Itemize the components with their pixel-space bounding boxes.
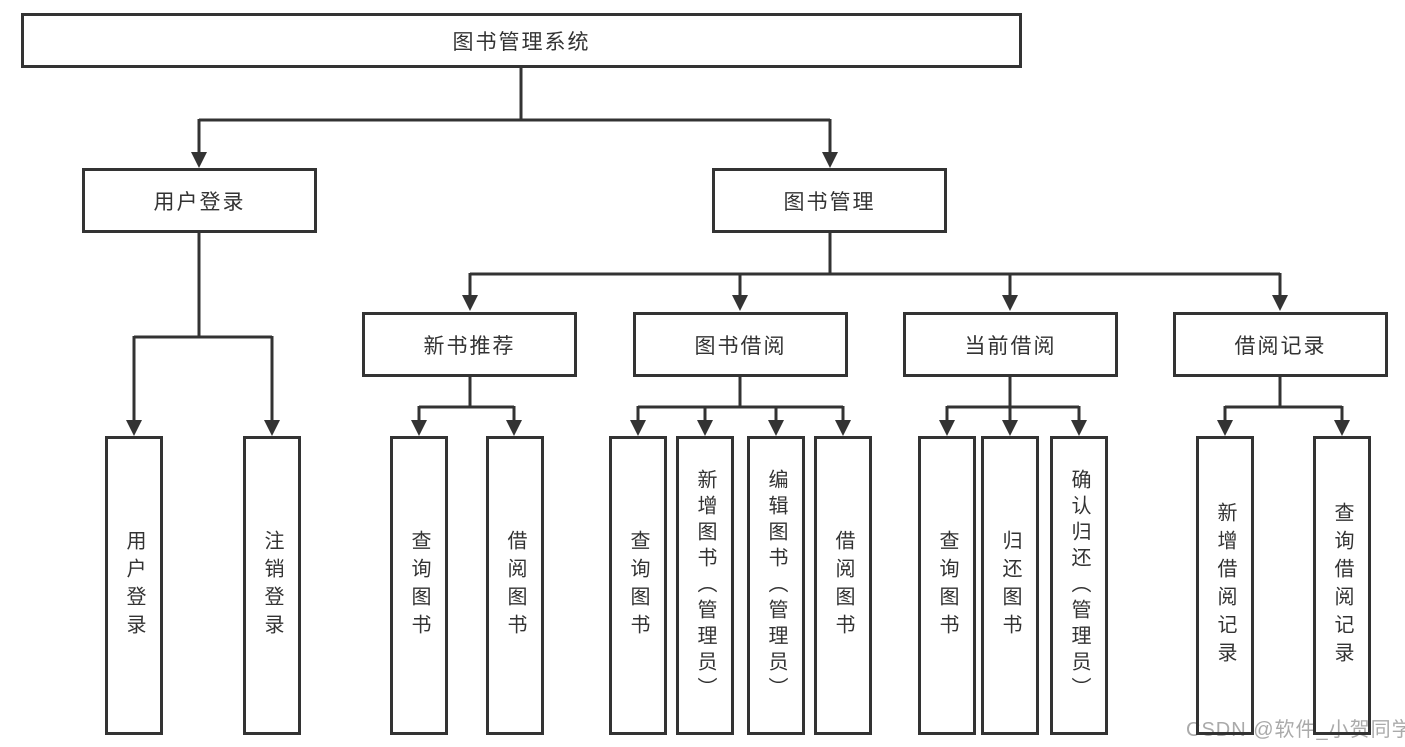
- leaf-query-books-borrow: 查询图书: [609, 436, 667, 735]
- leaf-add-borrow-record: 新增借阅记录: [1196, 436, 1254, 735]
- leaf-query-books-current: 查询图书: [918, 436, 976, 735]
- node-root-library-management-system: 图书管理系统: [21, 13, 1022, 68]
- node-new-book-recommend: 新书推荐: [362, 312, 577, 377]
- arrow-down-icon: [1002, 295, 1018, 311]
- node-user-login: 用户登录: [82, 168, 317, 233]
- leaf-return-books: 归还图书: [981, 436, 1039, 735]
- arrow-down-icon: [462, 295, 478, 311]
- arrow-down-icon: [1334, 420, 1350, 436]
- leaf-edit-books-admin: 编辑图书（管理员）: [747, 436, 805, 735]
- arrow-down-icon: [1272, 295, 1288, 311]
- arrow-down-icon: [506, 420, 522, 436]
- leaf-query-books-recommend: 查询图书: [390, 436, 448, 735]
- leaf-query-borrow-record: 查询借阅记录: [1313, 436, 1371, 735]
- arrow-down-icon: [264, 420, 280, 436]
- tree-edges: [132, 68, 1344, 421]
- arrow-down-icon: [1002, 420, 1018, 436]
- leaf-add-books-admin: 新增图书（管理员）: [676, 436, 734, 735]
- arrow-down-icon: [1071, 420, 1087, 436]
- arrow-down-icon: [768, 420, 784, 436]
- arrow-down-icon: [835, 420, 851, 436]
- leaf-logout: 注销登录: [243, 436, 301, 735]
- leaf-borrow-books-recommend: 借阅图书: [486, 436, 544, 735]
- arrow-down-icon: [697, 420, 713, 436]
- arrowhead-icons: [126, 152, 1350, 436]
- leaf-user-login: 用户登录: [105, 436, 163, 735]
- node-book-management: 图书管理: [712, 168, 947, 233]
- arrow-down-icon: [939, 420, 955, 436]
- leaf-borrow-books: 借阅图书: [814, 436, 872, 735]
- arrow-down-icon: [1217, 420, 1233, 436]
- arrow-down-icon: [630, 420, 646, 436]
- node-borrow-records: 借阅记录: [1173, 312, 1388, 377]
- node-book-borrow: 图书借阅: [633, 312, 848, 377]
- arrow-down-icon: [822, 152, 838, 168]
- csdn-watermark: CSDN @软件_小贺同学: [1186, 719, 1405, 741]
- leaf-confirm-return-admin: 确认归还（管理员）: [1050, 436, 1108, 735]
- arrow-down-icon: [732, 295, 748, 311]
- arrow-down-icon: [126, 420, 142, 436]
- arrow-down-icon: [411, 420, 427, 436]
- arrow-down-icon: [191, 152, 207, 168]
- node-current-borrow: 当前借阅: [903, 312, 1118, 377]
